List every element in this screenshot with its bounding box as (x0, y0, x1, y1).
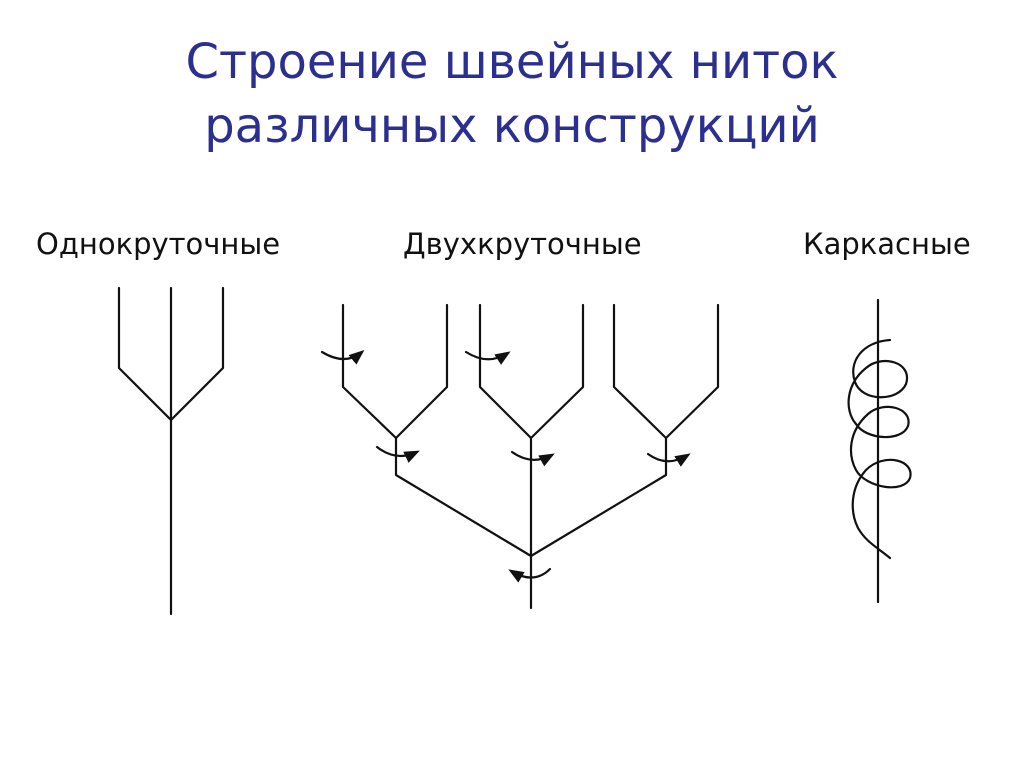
group3-left-strand (612, 303, 668, 440)
group3-right-strand (664, 303, 720, 440)
slide-title: Строение швейных ниток различных констру… (0, 30, 1024, 158)
twist-arrow-icon (320, 350, 365, 365)
title-line-1: Строение швейных ниток (185, 34, 839, 90)
strand-left (117, 286, 173, 422)
ply-left (394, 436, 533, 558)
twist-arrow-icon (510, 450, 555, 467)
double-twist-diagram (320, 303, 720, 610)
group2-right-strand (529, 303, 585, 440)
frame-thread-diagram (847, 298, 912, 604)
twist-arrow-icon (464, 350, 511, 365)
title-line-2: различных конструкций (204, 98, 820, 154)
wrapping-coil (847, 338, 912, 560)
group2-left-strand (478, 303, 533, 440)
label-double-twist: Двухкруточные (403, 227, 642, 261)
strand-right (169, 286, 225, 422)
twist-arrow-icon (375, 445, 420, 463)
label-frame-thread: Каркасные (803, 227, 971, 261)
group1-right-strand (394, 303, 449, 440)
group1-left-strand (341, 303, 398, 440)
twist-arrow-icon (646, 452, 691, 467)
label-single-twist: Однокруточные (36, 227, 281, 261)
single-twist-diagram (117, 286, 225, 616)
twist-arrow-icon (508, 567, 552, 583)
ply-right (529, 436, 668, 558)
